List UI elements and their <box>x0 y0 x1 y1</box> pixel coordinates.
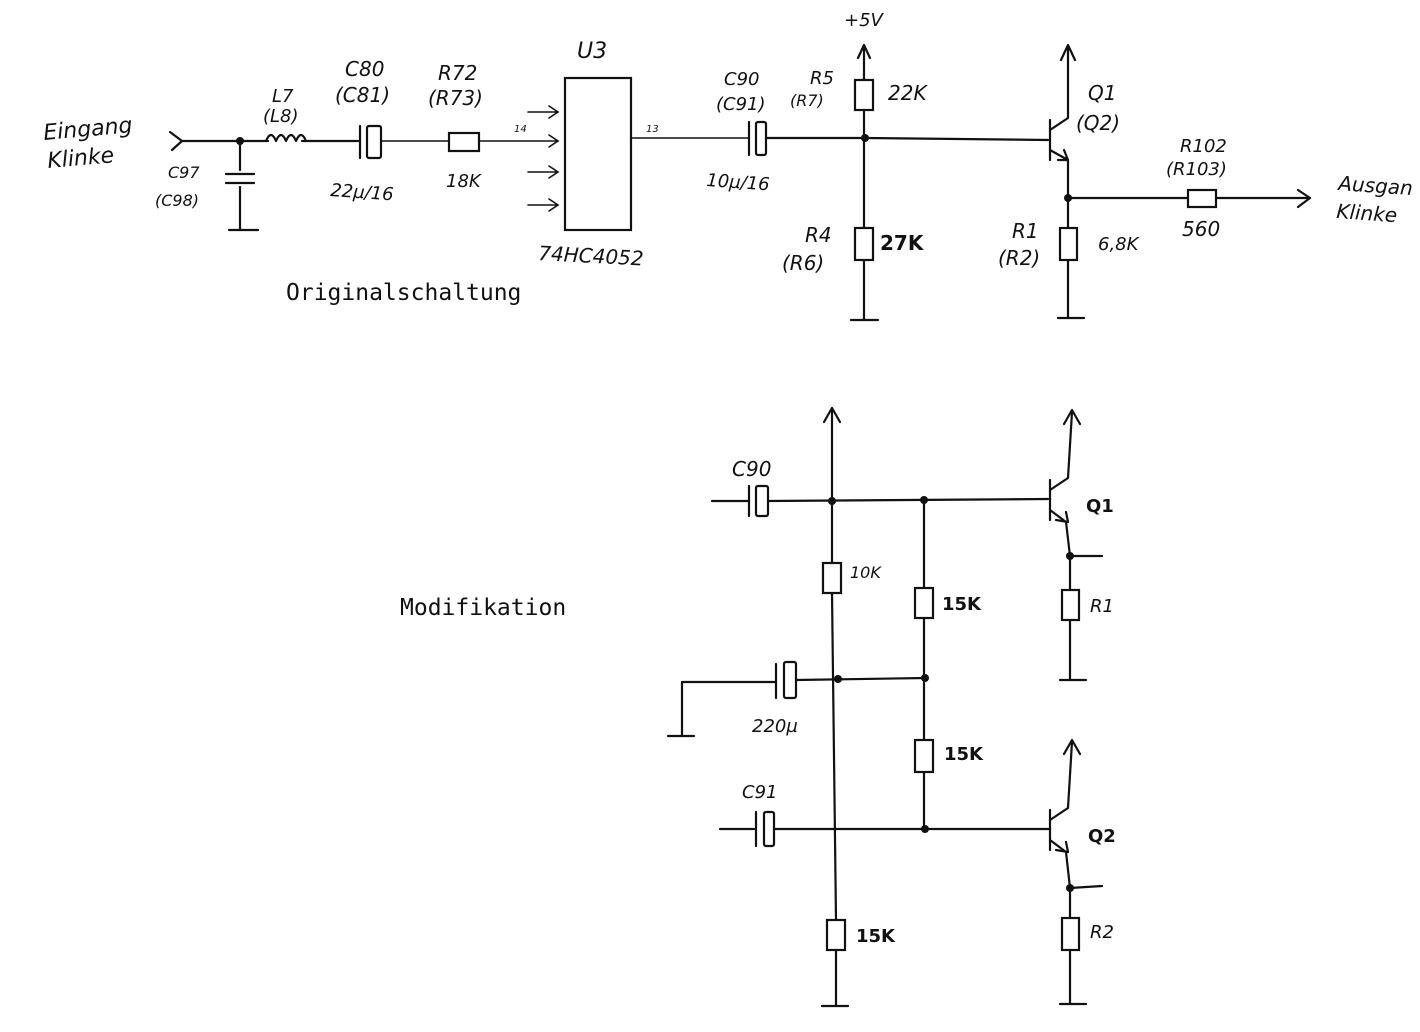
r1-mod-wire <box>1058 554 1104 682</box>
u3-pin-out: 13 <box>646 124 659 135</box>
output-label-1: Ausgan <box>1336 171 1414 200</box>
r-15k-mid2-value: 15K <box>944 744 984 765</box>
r72-label: R72 <box>438 61 477 85</box>
u3-pin-in: 14 <box>514 124 527 135</box>
input-jack-arrow <box>168 130 184 152</box>
c220-value: 220µ <box>752 716 798 737</box>
q1-mod-collector <box>1048 408 1082 492</box>
r2-label: (R2) <box>998 246 1040 270</box>
bypass-ground-wire <box>666 680 777 738</box>
r1-wire <box>1056 196 1086 320</box>
q2-mod-label: Q2 <box>1088 826 1116 847</box>
u3-input-arrow-4 <box>527 198 560 212</box>
output-wire <box>1214 188 1312 209</box>
q1-base-wire <box>863 136 1050 142</box>
l7-label: L7 <box>272 86 294 107</box>
r102-value: 560 <box>1182 217 1220 241</box>
u3-input-arrow-1 <box>527 105 560 119</box>
q1-collector <box>1048 43 1077 132</box>
l7-inductor <box>264 133 308 143</box>
r4-label: R4 <box>805 223 832 247</box>
c81-label: (C81) <box>335 83 390 107</box>
junction-mod-1 <box>828 497 836 505</box>
c80-value: 22µ/16 <box>330 180 395 205</box>
r103-label: (R103) <box>1166 159 1227 180</box>
r72-resistor <box>447 131 481 153</box>
r4-resistor <box>853 226 875 262</box>
c90-plate-right <box>754 120 768 157</box>
q2-mod-collector <box>1048 738 1082 822</box>
c90-label: C90 <box>724 69 759 90</box>
original-circuit: Eingang Klinke C97 (C98) L7 (L8) C80 (C8… <box>42 10 1414 322</box>
r102-label: R102 <box>1180 136 1227 157</box>
r-15k-mid1-value: 15K <box>942 594 982 615</box>
r2-mod-label: R2 <box>1090 922 1114 943</box>
r2-mod-wire <box>1058 884 1104 1006</box>
c91-label: (C91) <box>716 94 766 115</box>
r1-resistor <box>1058 226 1079 262</box>
l8-label: (L8) <box>263 106 299 127</box>
original-title: Originalschaltung <box>286 280 521 306</box>
modification-circuit: C90 10K 15K 220µ 15K C91 15K Q1 R1 Q2 R2… <box>400 406 1116 1008</box>
modification-title: Modifikation <box>400 595 566 621</box>
u3-input-arrow-3 <box>527 165 560 179</box>
r6-label: (R6) <box>782 251 824 275</box>
q1-label: Q1 <box>1088 81 1116 105</box>
junction-mod-3 <box>834 675 842 683</box>
r2-mod-resistor <box>1060 916 1081 952</box>
q1-mod-base-wire <box>766 497 1050 503</box>
q1-emitter <box>1048 148 1070 200</box>
r102-resistor <box>1186 188 1218 209</box>
c98-label: (C98) <box>155 191 199 210</box>
r1-mod-label: R1 <box>1090 596 1114 617</box>
r-15k-bottom-resistor <box>825 918 847 952</box>
c91-mod-label: C91 <box>742 782 777 803</box>
q1-mod-emitter <box>1048 508 1072 558</box>
u3-input-arrow-2 <box>548 134 560 148</box>
r1-value: 6,8K <box>1098 234 1140 255</box>
u3-label: U3 <box>577 39 607 64</box>
c91-mod-plate-right <box>762 810 776 848</box>
c90-value: 10µ/16 <box>706 170 771 195</box>
output-label-2: Klinke <box>1336 199 1398 227</box>
r-15k-bottom-value: 15K <box>856 926 896 947</box>
q2-label: (Q2) <box>1076 111 1120 135</box>
bypass-node-wire <box>794 676 928 682</box>
r7-label: (R7) <box>790 91 824 110</box>
c97-wire <box>224 139 260 232</box>
c220-plate-right <box>782 660 798 700</box>
u3-part-label: 74HC4052 <box>538 241 644 270</box>
r1-label: R1 <box>1012 219 1039 243</box>
r5-resistor <box>853 78 875 112</box>
c80-label: C80 <box>345 57 384 81</box>
u3-chip <box>563 76 633 232</box>
c90-mod-plate-right <box>754 484 770 518</box>
r72-value: 18K <box>446 171 482 192</box>
r1-mod-resistor <box>1060 588 1081 622</box>
r5-value: 22K <box>888 81 928 105</box>
junction-mod-4 <box>921 674 929 682</box>
r-15k-mid2-resistor <box>913 738 935 774</box>
r5-label: R5 <box>810 68 834 89</box>
r-10k-resistor <box>821 561 843 595</box>
junction-mod-5 <box>921 825 929 833</box>
c97-label: C97 <box>168 163 200 182</box>
input-label-1: Eingang <box>42 113 133 146</box>
r73-label: (R73) <box>428 86 483 110</box>
c80-plate-right <box>365 124 383 160</box>
r-10k-value: 10K <box>850 563 882 582</box>
q2-mod-emitter <box>1048 838 1072 890</box>
c90-mod-label: C90 <box>732 457 771 481</box>
q1-mod-label: Q1 <box>1086 496 1114 517</box>
supply-label-original: +5V <box>844 10 885 31</box>
r4-value: 27K <box>880 231 925 255</box>
input-label-2: Klinke <box>46 143 115 174</box>
supply-arrow-mod <box>822 406 842 565</box>
supply-arrow-original <box>856 43 872 82</box>
r-15k-mid1-resistor <box>913 586 935 620</box>
main-bus-wire <box>820 591 850 1008</box>
